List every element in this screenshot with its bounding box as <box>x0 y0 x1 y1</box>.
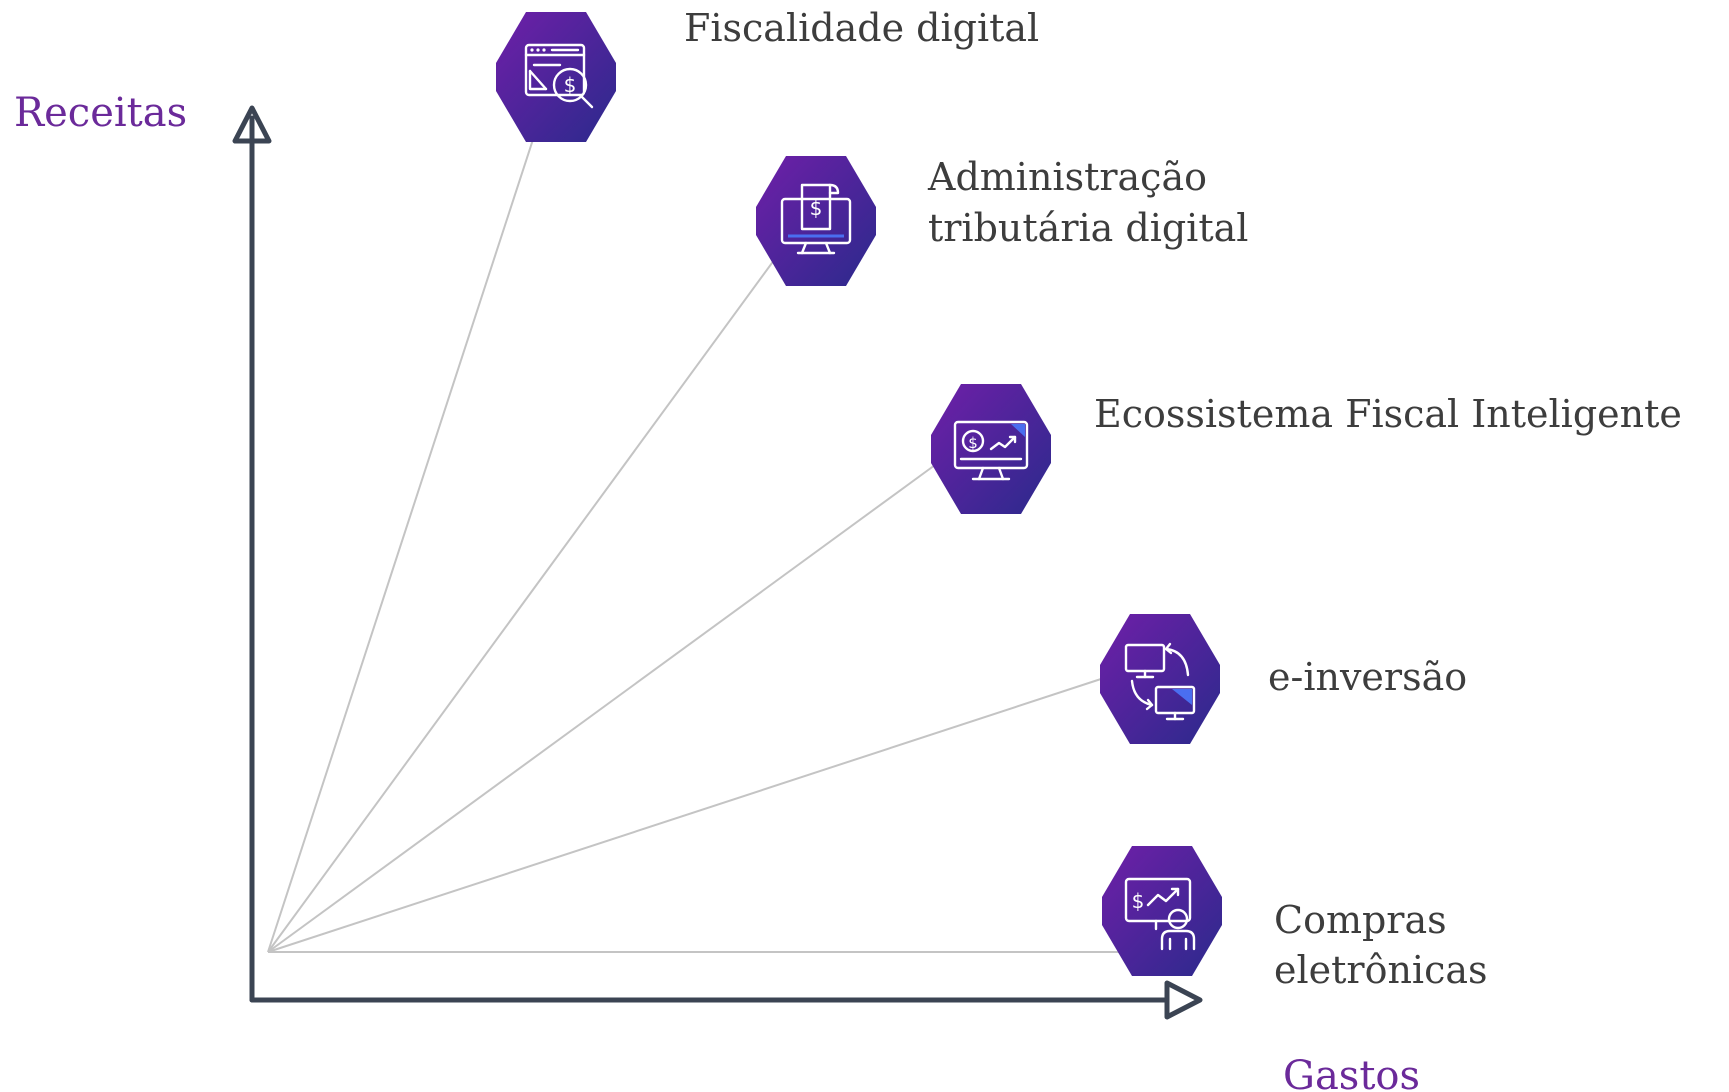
node-fiscalidade-digital: $ Fiscalidade digital <box>496 6 1039 142</box>
x-axis-arrowhead <box>1164 980 1203 1020</box>
svg-text:$: $ <box>968 434 978 452</box>
item-label: Administração tributária digital <box>927 155 1248 250</box>
item-label: Ecossistema Fiscal Inteligente <box>1094 392 1682 436</box>
monitors-exchange-icon <box>1124 642 1196 721</box>
node-ecossistema-fiscal-inteligente: $ Ecossistema Fiscal Inteligente <box>931 384 1682 514</box>
ray-3 <box>267 464 936 953</box>
hexagon-badge <box>1100 614 1220 744</box>
rays <box>267 117 1125 953</box>
node-compras-eletronicas: $ Compras eletrônicas <box>1102 846 1488 992</box>
ray-1 <box>267 117 541 953</box>
monitor-receipt-dollar-icon: $ <box>780 183 852 255</box>
y-axis-label: Receitas <box>14 90 187 136</box>
svg-text:$: $ <box>1132 889 1145 913</box>
svg-text:$: $ <box>810 196 823 220</box>
node-e-inversao: e-inversão <box>1100 614 1467 744</box>
item-label: Compras eletrônicas <box>1274 898 1488 992</box>
presenter-chart-icon: $ <box>1124 877 1196 951</box>
ray-2 <box>267 251 781 953</box>
x-axis-label: Gastos <box>1283 1053 1420 1092</box>
node-administracao-tributaria-digital: $ Administração tributária digital <box>756 155 1248 286</box>
ray-4 <box>267 677 1105 953</box>
hexagon-badge <box>1102 846 1222 976</box>
item-label: e-inversão <box>1268 655 1467 699</box>
browser-dollar-magnifier-icon: $ <box>524 43 594 109</box>
monitor-dollar-chart-icon: $ <box>953 420 1029 481</box>
item-label: Fiscalidade digital <box>684 6 1039 50</box>
axes <box>232 105 1203 1020</box>
svg-text:$: $ <box>564 73 577 97</box>
hexagon-badge <box>756 156 876 286</box>
y-axis-arrowhead <box>232 105 272 144</box>
